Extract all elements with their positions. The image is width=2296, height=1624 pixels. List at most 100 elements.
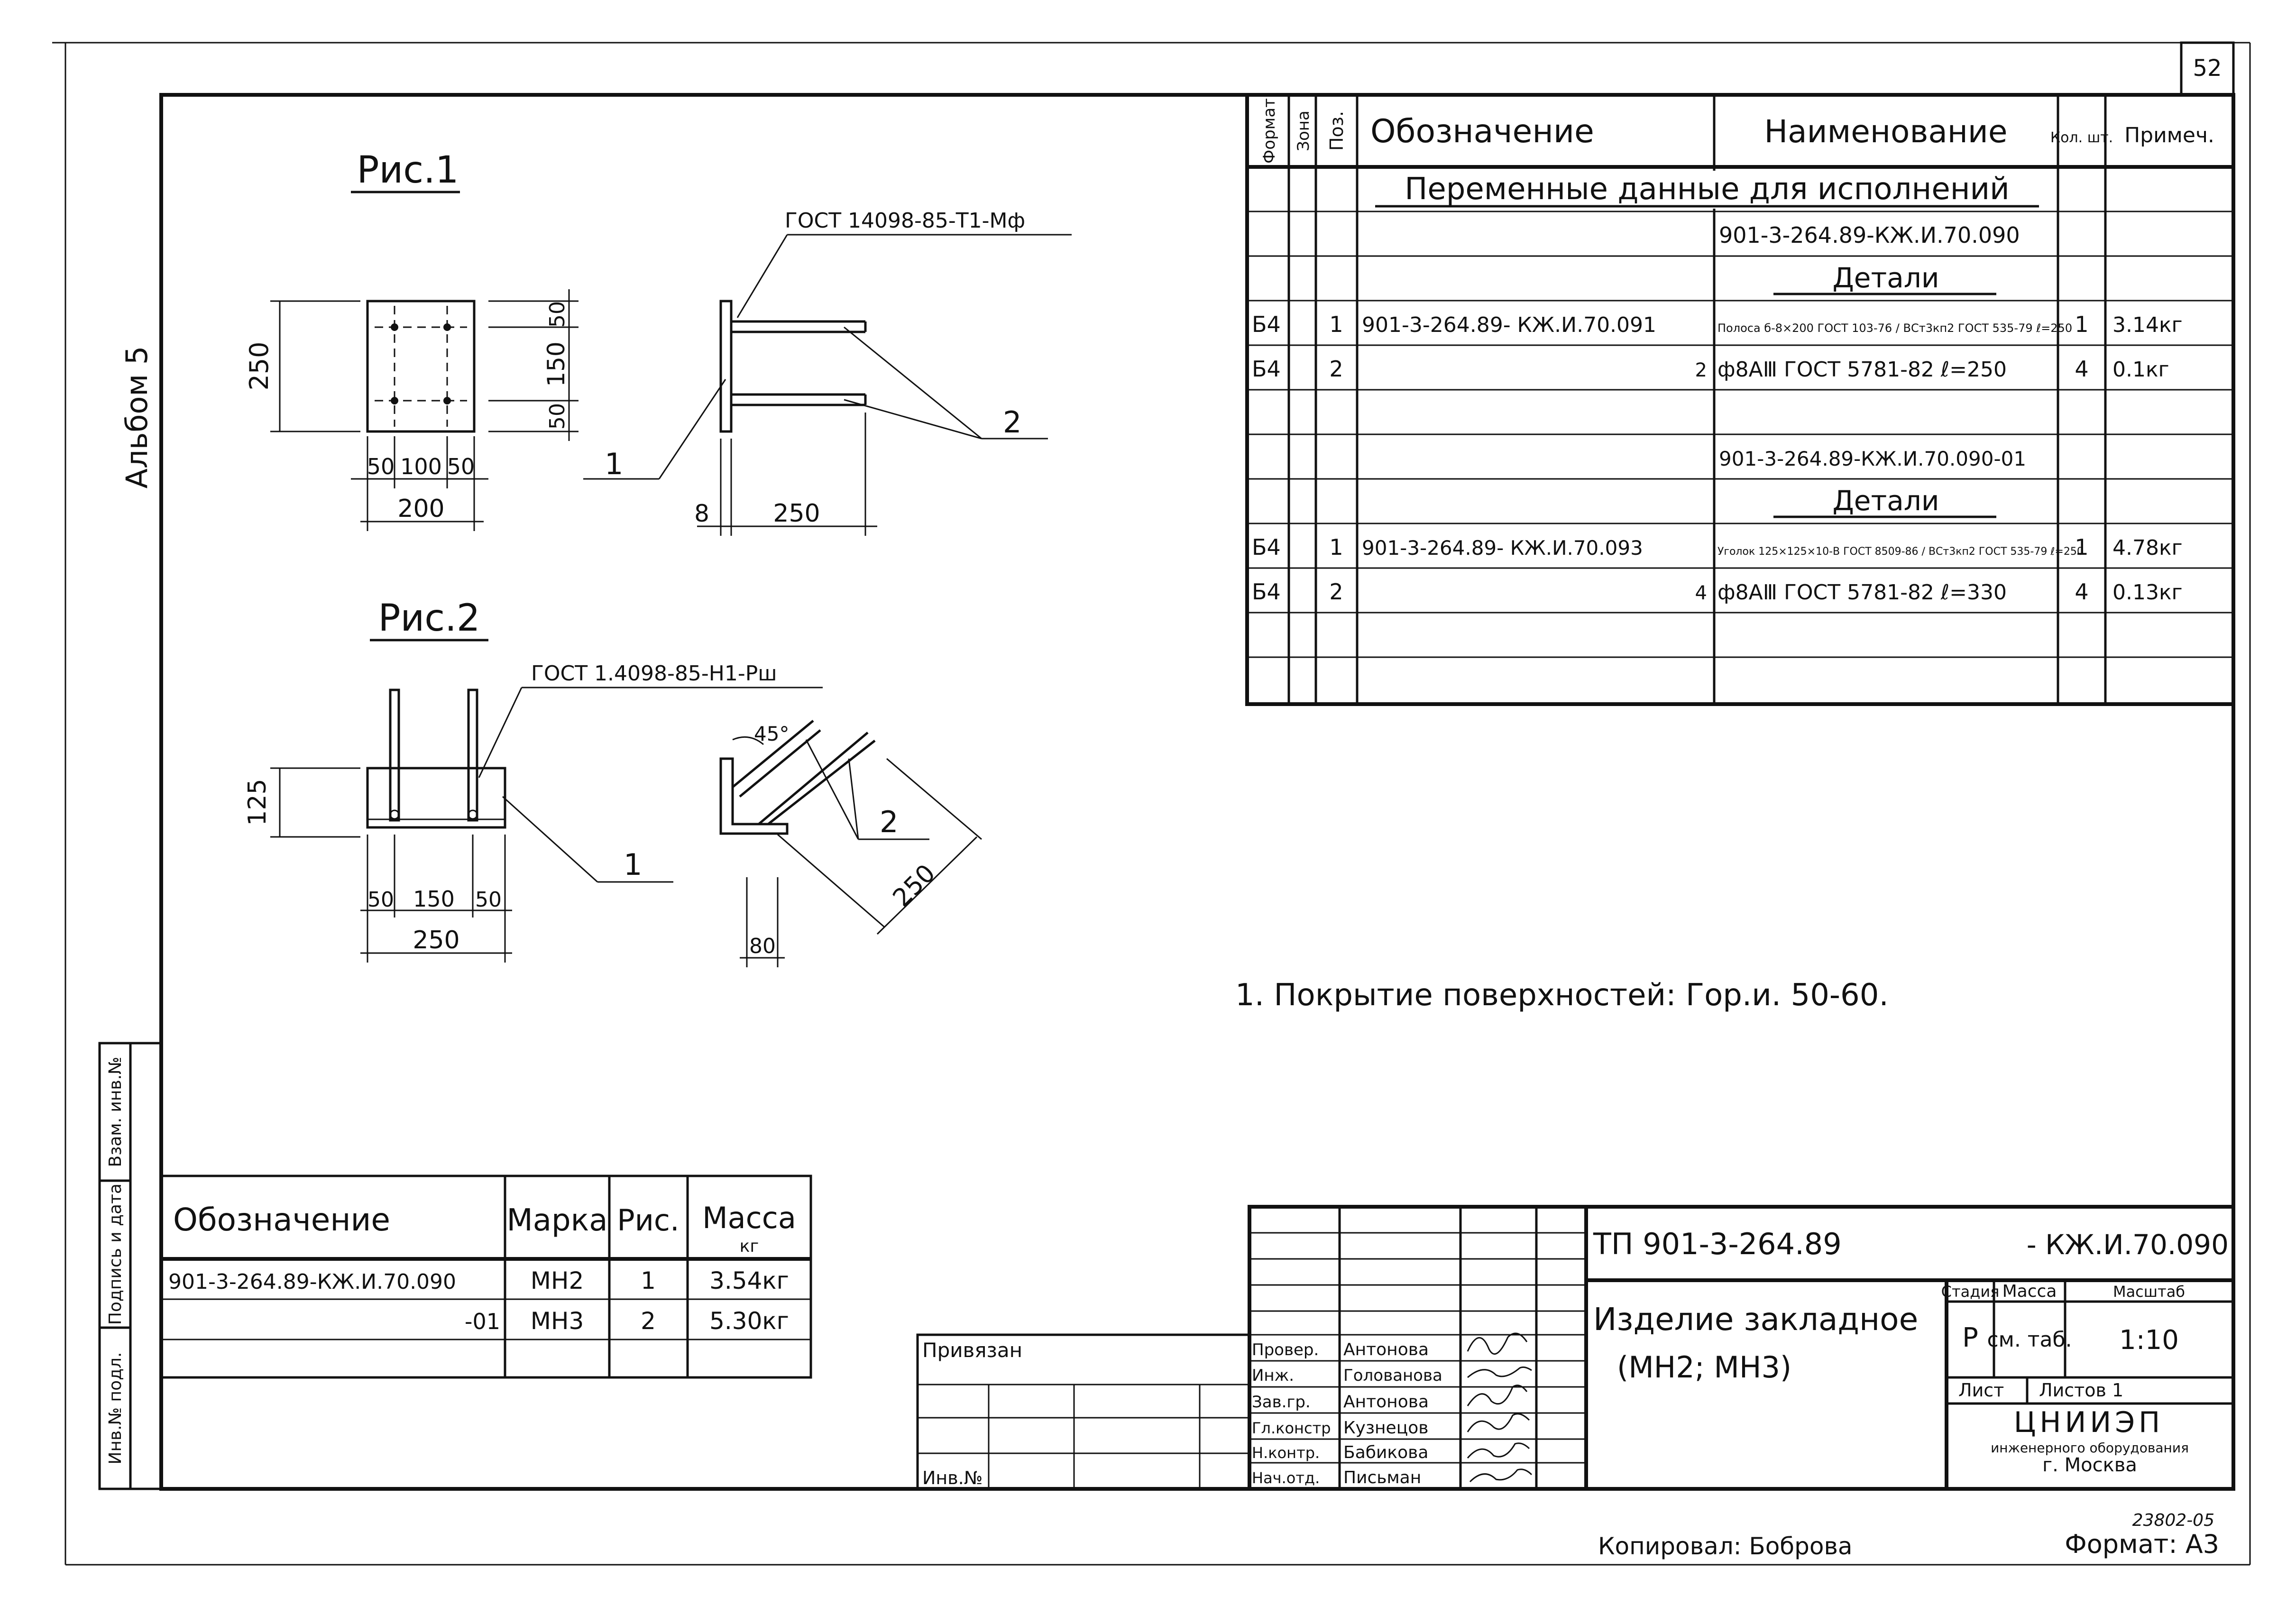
fig1-dim-center: 100 [400, 454, 442, 479]
spec-table: Формат Зона Поз. Обозначение Наименовани… [1245, 93, 2235, 706]
mark-table: Обозначение Марка Рис. Масса кг 901-3-26… [160, 1174, 812, 1379]
fig1-dim-mid: 150 [542, 341, 570, 386]
spec-row-qty: 4 [2075, 579, 2088, 605]
spec-row-name: 901-3-264.89-КЖ.И.70.090-01 [1719, 447, 2026, 470]
title-code-suffix: - КЖ.И.70.090 [2027, 1229, 2229, 1261]
mass-value: см. таб. [1987, 1328, 2072, 1352]
spec-row-name: ф8АⅢ ГОСТ 5781-82 ℓ=250 [1717, 358, 2007, 382]
spec-row-format: Б4 [1252, 534, 1281, 560]
scale-value: 1:10 [2119, 1325, 2179, 1356]
spec-row-note: 0.13кг [2112, 580, 2183, 605]
sign-date-label: Подпись и дата [106, 1184, 125, 1325]
fig1-bar-point [443, 397, 451, 404]
spec-row-designation: 2 [1695, 359, 1707, 381]
binding-block: Привязан Инв.№ [916, 1333, 1251, 1490]
sheet-number: 52 [2193, 55, 2222, 82]
spec-row-pos: 2 [1329, 356, 1343, 382]
product-name-line2: (МН2; МН3) [1617, 1350, 1791, 1385]
fig2-dim-height: 125 [243, 779, 272, 826]
fig2-weld-leader [478, 687, 523, 778]
staff-name: Кузнецов [1343, 1418, 1428, 1438]
spec-row-name: Детали [1832, 262, 1939, 294]
fig2-callout1-leader [502, 796, 598, 883]
fig2-bar-left [389, 688, 400, 822]
scale-label: Масштаб [2113, 1283, 2185, 1301]
fig2-angle-front [366, 767, 506, 829]
mark-row-mark: МН2 [531, 1267, 584, 1294]
stamp-number: 23802-05 [2132, 1511, 2214, 1530]
spec-row-note: 0.1кг [2112, 358, 2169, 382]
fig2-dim-line [876, 836, 978, 935]
fig2-bar-upper [732, 720, 814, 788]
mark-row-mass: 3.54кг [709, 1267, 789, 1294]
org-city: г. Москва [2042, 1454, 2137, 1476]
staff-role: Инж. [1252, 1366, 1294, 1385]
stage-value: Р [1962, 1322, 1978, 1353]
fig1-dim-bot: 50 [545, 403, 569, 430]
fig2-angle-arc [732, 736, 764, 745]
fig1-dim-height: 250 [244, 341, 274, 390]
spec-row-designation: 901-3-264.89- КЖ.И.70.091 [1362, 313, 1656, 337]
spec-header-name: Наименование [1764, 113, 2008, 150]
side-stamp: Инв.№ подл. Подпись и дата Взам. инв.№ [98, 1042, 163, 1490]
fig2-bar-lower [758, 732, 869, 825]
mark-row-fig: 1 [641, 1267, 656, 1294]
fig2-dim-diag: 250 [888, 859, 941, 913]
binding-inv-label: Инв.№ [922, 1468, 983, 1488]
spec-row-note: 3.14кг [2112, 313, 2183, 337]
product-name-line1: Изделие закладное [1593, 1301, 1918, 1338]
spec-row-format: Б4 [1252, 579, 1281, 605]
fig2-dim-angle: 45° [754, 722, 789, 745]
replace-inv-label: Взам. инв.№ [106, 1057, 125, 1167]
fig1-dim-length: 250 [773, 499, 820, 528]
fig2-callout1: 1 [624, 847, 642, 882]
fig2-angle-section [719, 757, 789, 835]
staff-role: Нач.отд. [1252, 1469, 1320, 1487]
spec-row-designation: 901-3-264.89- КЖ.И.70.093 [1362, 536, 1643, 560]
fig1-plate-side [719, 300, 733, 433]
spec-row-name: Детали [1832, 485, 1939, 517]
spec-header-note: Примеч. [2124, 123, 2214, 147]
fig1-dim-left: 50 [367, 454, 395, 479]
mark-header-designation: Обозначение [173, 1202, 390, 1238]
fig1-weld-label: ГОСТ 14098-85-Т1-Мф [785, 209, 1025, 233]
signature [1467, 1332, 1528, 1355]
spec-row-pos: 1 [1329, 312, 1343, 337]
spec-row-qty: 1 [2075, 534, 2088, 560]
spec-row-note: 4.78кг [2112, 536, 2183, 560]
mark-header-mass: Масса [702, 1201, 796, 1235]
spec-row-name: 901-3-264.89-КЖ.И.70.090 [1719, 222, 2020, 248]
mark-header-fig: Рис. [617, 1203, 679, 1238]
spec-header-designation: Обозначение [1370, 113, 1594, 150]
spec-row-pos: 2 [1329, 579, 1343, 605]
mark-row-designation: 901-3-264.89-КЖ.И.70.090 [168, 1270, 456, 1294]
spec-row-name: Полоса б-8×200 ГОСТ 103-76 / ВСт3кп2 ГОС… [1717, 321, 2072, 335]
format-label: Формат: А3 [2065, 1529, 2219, 1559]
sheets-label: Листов 1 [2039, 1380, 2123, 1401]
staff-role: Зав.гр. [1252, 1393, 1311, 1412]
sheet-label: Лист [1958, 1380, 2004, 1401]
mark-table-frame [160, 1174, 812, 1379]
spec-header-pos: Поз. [1326, 111, 1347, 151]
spec-row-name: Уголок 125×125×10-В ГОСТ 8509-86 / ВСт3к… [1717, 546, 2084, 558]
fig1-dim-right: 50 [447, 454, 475, 479]
spec-variable-title: Переменные данные для исполнений [1405, 172, 2009, 207]
fig1-callout2-leader [844, 326, 982, 440]
mark-row-mark: МН3 [531, 1307, 584, 1335]
signature [1467, 1366, 1532, 1378]
signature [1467, 1385, 1528, 1406]
mark-header-mark: Марка [507, 1203, 608, 1238]
staff-role: Провер. [1252, 1340, 1319, 1359]
fig1-bar-point [391, 323, 398, 331]
fig2-callout2-leader [805, 739, 859, 840]
fig1-callout1: 1 [605, 447, 623, 481]
mark-row-designation: -01 [465, 1309, 500, 1334]
mark-header-mass-unit: кг [740, 1237, 759, 1256]
fig2-dim-width: 250 [413, 926, 459, 954]
inv-orig-label: Инв.№ подл. [106, 1352, 125, 1465]
spec-title-mask [1361, 171, 2053, 209]
figure-1: Рис.1 250 50 150 50 50 100 5 [244, 149, 1072, 536]
org-subtitle: инженерного оборудования [1991, 1440, 2189, 1456]
signature [1469, 1468, 1533, 1483]
